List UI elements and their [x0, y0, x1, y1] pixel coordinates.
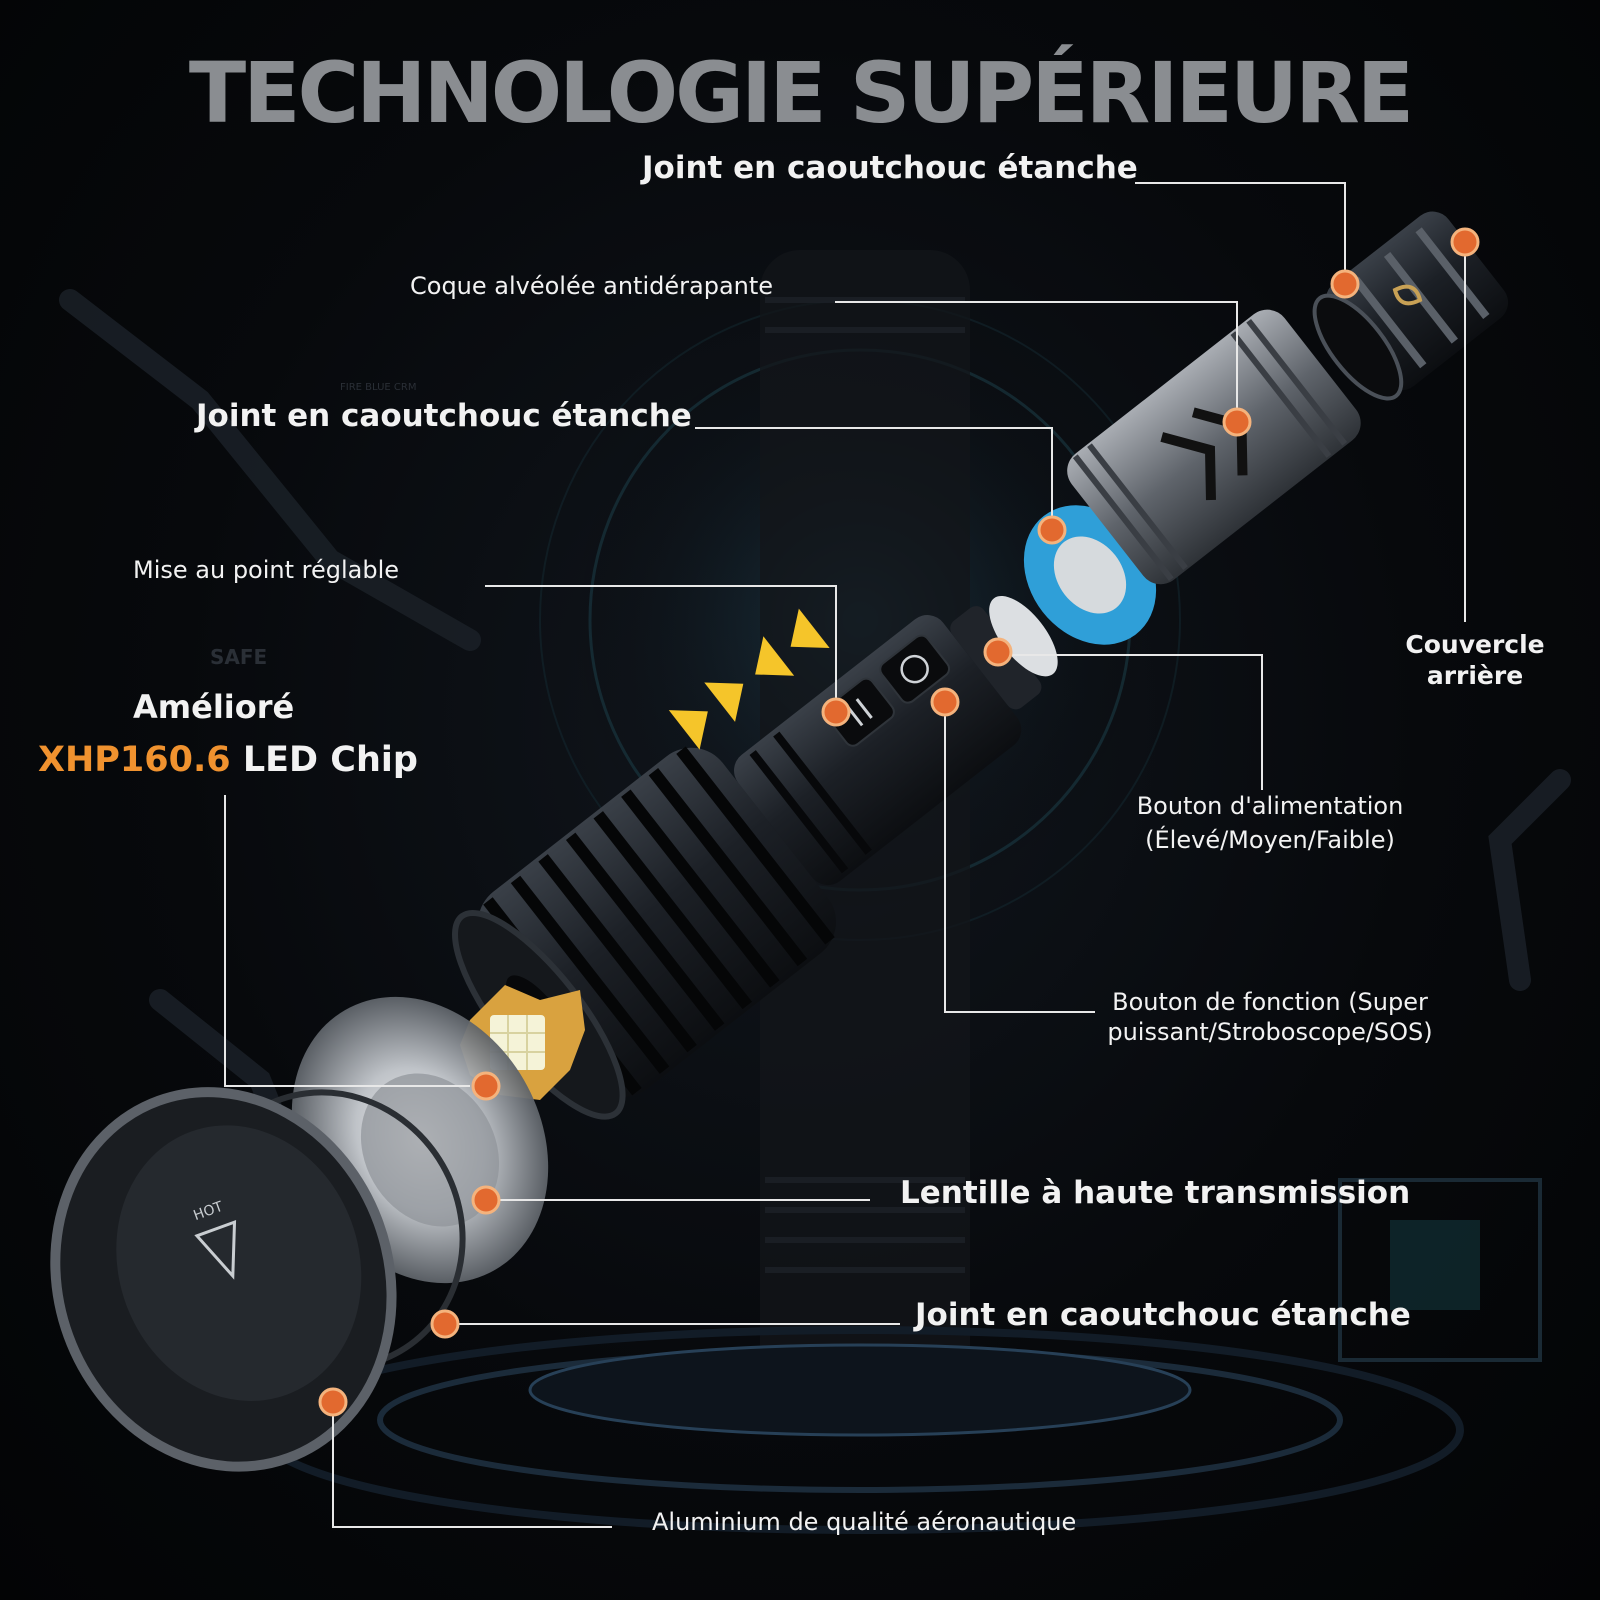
- label-joint-mid: Joint en caoutchouc étanche: [196, 398, 692, 434]
- label-chip: XHP160.6 LED Chip: [38, 740, 418, 780]
- label-aluminium: Aluminium de qualité aéronautique: [652, 1508, 1077, 1536]
- label-ameliore: Amélioré: [133, 688, 295, 726]
- safe-mark: SAFE: [210, 645, 267, 669]
- bezel: HOT: [50, 1087, 397, 1472]
- fire-blue-mark: FIRE BLUE CRM: [340, 382, 416, 393]
- label-bouton-fonction-line2: puissant/Stroboscope/SOS): [1107, 1018, 1433, 1046]
- label-joint-top: Joint en caoutchouc étanche: [642, 150, 1138, 186]
- power-icon: [900, 654, 929, 684]
- label-couvercle: Couvercle arrière: [1380, 630, 1570, 690]
- callout-lines: [224, 182, 1466, 1528]
- chip-model: XHP160.6: [38, 740, 231, 780]
- label-lentille: Lentille à haute transmission: [900, 1175, 1411, 1211]
- callout-dots: [318, 227, 1480, 1417]
- label-joint-bottom: Joint en caoutchouc étanche: [915, 1297, 1411, 1333]
- label-mise-au-point: Mise au point réglable: [133, 556, 400, 584]
- hot-warning-icon: [194, 1219, 237, 1280]
- label-bouton-fonction: Bouton de fonction (Super puissant/Strob…: [1060, 988, 1480, 1046]
- page-title: TECHNOLOGIE SUPÉRIEURE: [188, 44, 1414, 142]
- spring: [1392, 284, 1423, 306]
- label-bouton-alimentation: Bouton d'alimentation (Élevé/Moyen/Faibl…: [1110, 792, 1430, 854]
- battery-tube: [1067, 309, 1361, 585]
- label-bouton-fonction-line1: Bouton de fonction (Super: [1112, 988, 1428, 1016]
- label-couvercle-line2: arrière: [1426, 661, 1524, 690]
- label-couvercle-line1: Couvercle: [1405, 630, 1545, 659]
- label-bouton-alim-line1: Bouton d'alimentation: [1136, 792, 1404, 820]
- label-bouton-alim-line2: (Élevé/Moyen/Faible): [1145, 826, 1395, 854]
- label-coque: Coque alvéolée antidérapante: [410, 272, 774, 300]
- chip-suffix: LED Chip: [230, 740, 418, 780]
- zoom-arrows: [668, 608, 830, 750]
